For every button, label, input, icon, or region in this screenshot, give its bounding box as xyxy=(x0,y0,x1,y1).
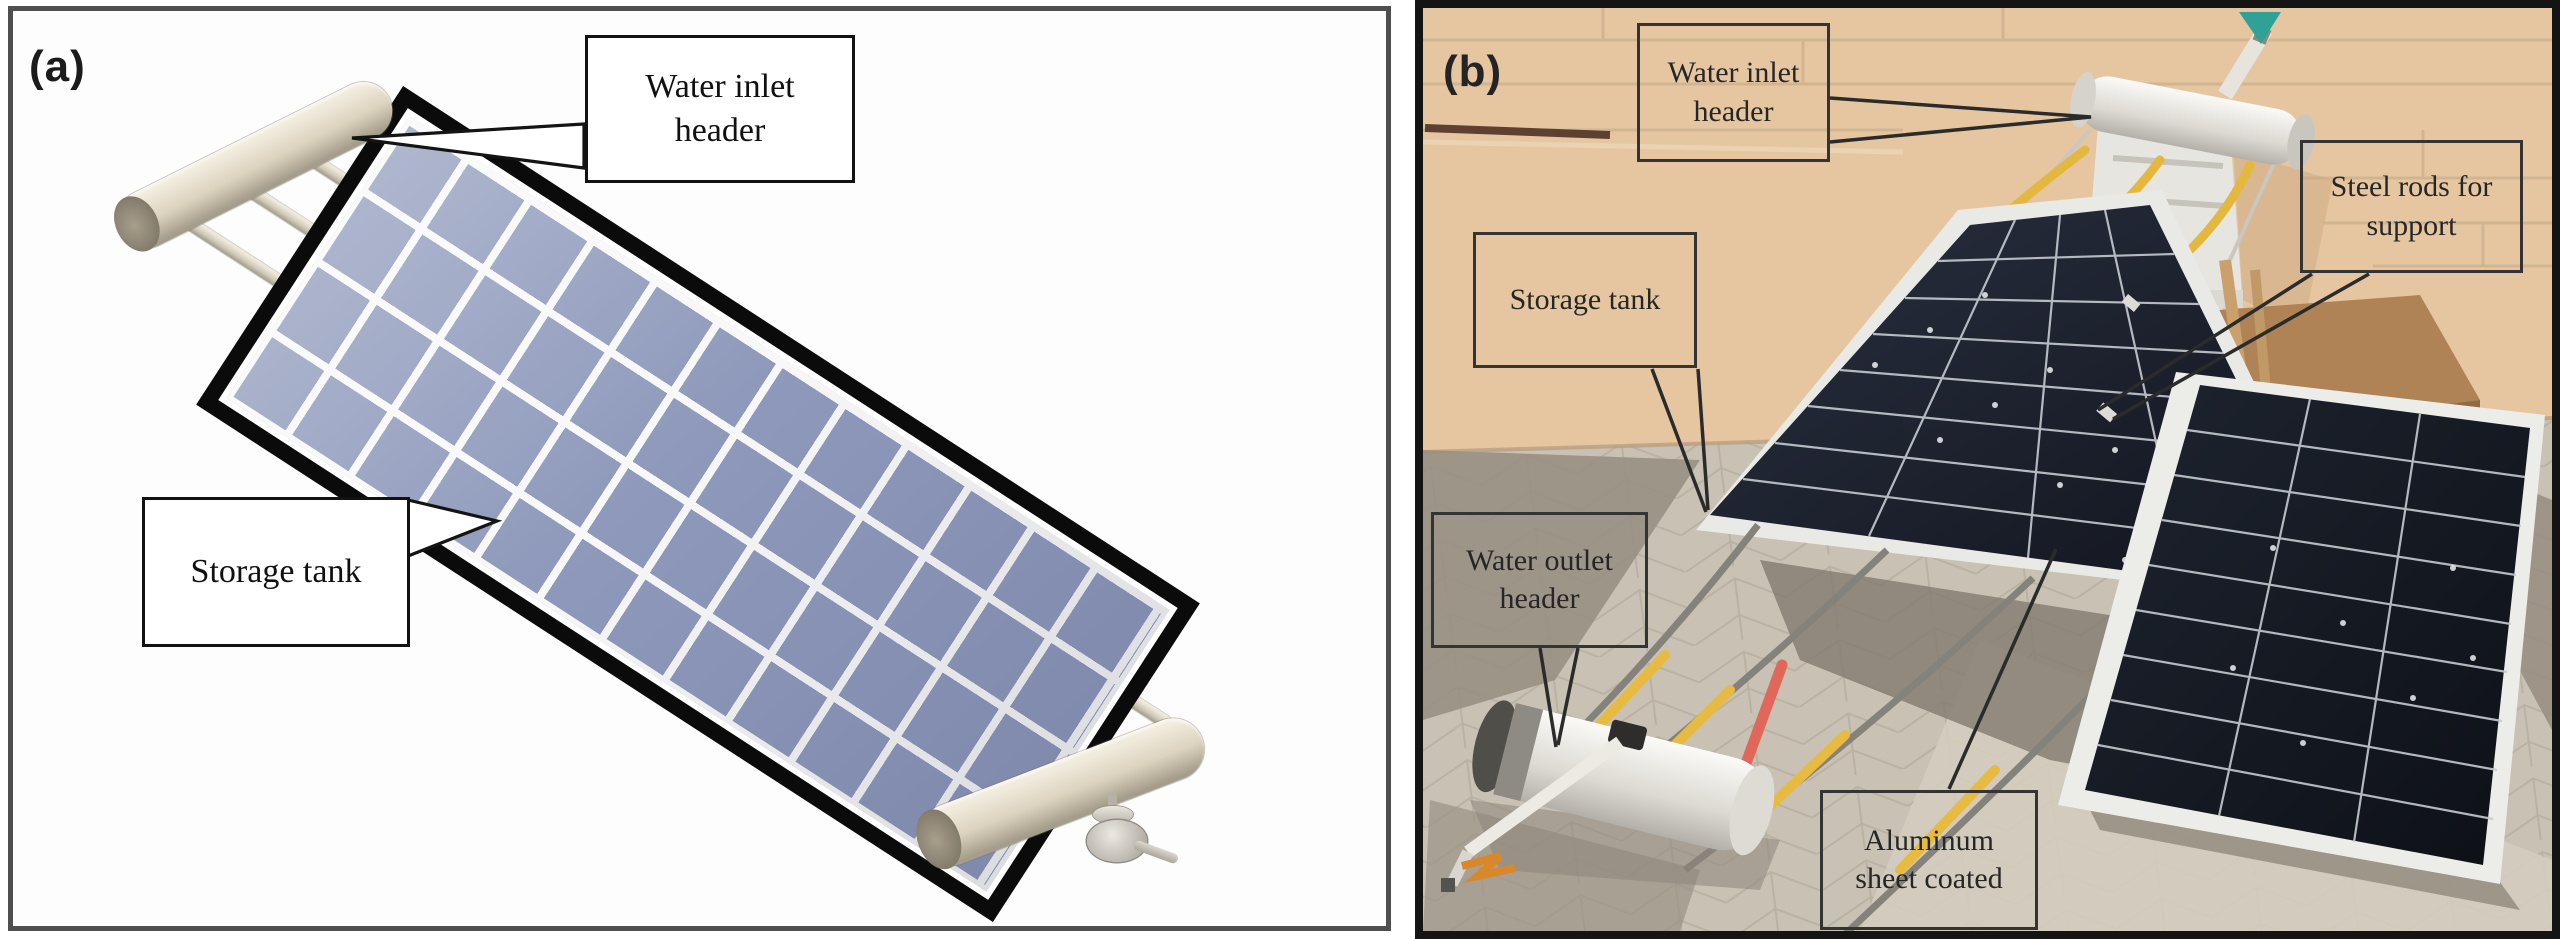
panel-a-callout-lines xyxy=(351,122,586,559)
panel-b-photo: (b) Water inlet header Steel rods for su… xyxy=(1415,0,2560,939)
panel-b-callout-lines xyxy=(1538,96,2370,790)
label-storage-tank-a: Storage tank xyxy=(142,497,410,647)
pointer-steel-rods-1 xyxy=(2097,272,2313,412)
panel-a-3d-scene xyxy=(13,11,1386,926)
inlet-funnel xyxy=(2239,12,2281,44)
small-white-pipe xyxy=(1464,736,1624,858)
pipe-end-cap xyxy=(1441,878,1455,892)
pointer-steel-rods-2 xyxy=(2112,272,2370,421)
panel-a-tag: (a) xyxy=(29,42,86,91)
pointer-water-inlet-a xyxy=(351,122,586,170)
pv-panel-reference-face xyxy=(2085,385,2530,865)
cylinder-shadow xyxy=(1470,800,1780,890)
wall-brick-lines xyxy=(1423,8,2552,268)
wall-plaster-edge xyxy=(1423,139,1904,155)
pv-panel-reference xyxy=(2058,372,2545,884)
panel-b-photo-scene xyxy=(1423,8,2552,931)
valve-cap xyxy=(1093,806,1133,823)
panel-a-schematic: (a) Water inlet header xyxy=(8,6,1391,931)
label-aluminum-sheet-coated: Aluminum sheet coated xyxy=(1820,790,2038,930)
pointer-water-outlet xyxy=(1538,647,1580,748)
label-storage-tank-b: Storage tank xyxy=(1473,232,1697,368)
pv-panel-reference-dots xyxy=(2230,545,2476,746)
pointer-storage-tank-b xyxy=(1650,368,1710,513)
panel-b-tag: (b) xyxy=(1443,47,1503,96)
label-water-outlet-header: Water outlet header xyxy=(1431,512,1648,648)
pointer-storage-tank-a xyxy=(406,497,503,559)
outlet-header-pvc xyxy=(1472,700,1775,856)
pointer-water-inlet-b xyxy=(1829,96,2092,144)
pointer-aluminum-sheet xyxy=(1947,548,2058,790)
wall-stick xyxy=(1424,124,1611,139)
pv-panel-reference-gridlines xyxy=(2097,398,2526,843)
orange-clip xyxy=(1460,852,1516,884)
label-steel-rods: Steel rods for support xyxy=(2300,140,2523,273)
label-water-inlet-header-a: Water inlet header xyxy=(585,35,855,183)
floor-shadow-left xyxy=(1423,450,1700,720)
label-water-inlet-header-b: Water inlet header xyxy=(1637,23,1830,162)
rod-clamp xyxy=(2121,294,2141,312)
valve-stem xyxy=(1108,793,1117,815)
